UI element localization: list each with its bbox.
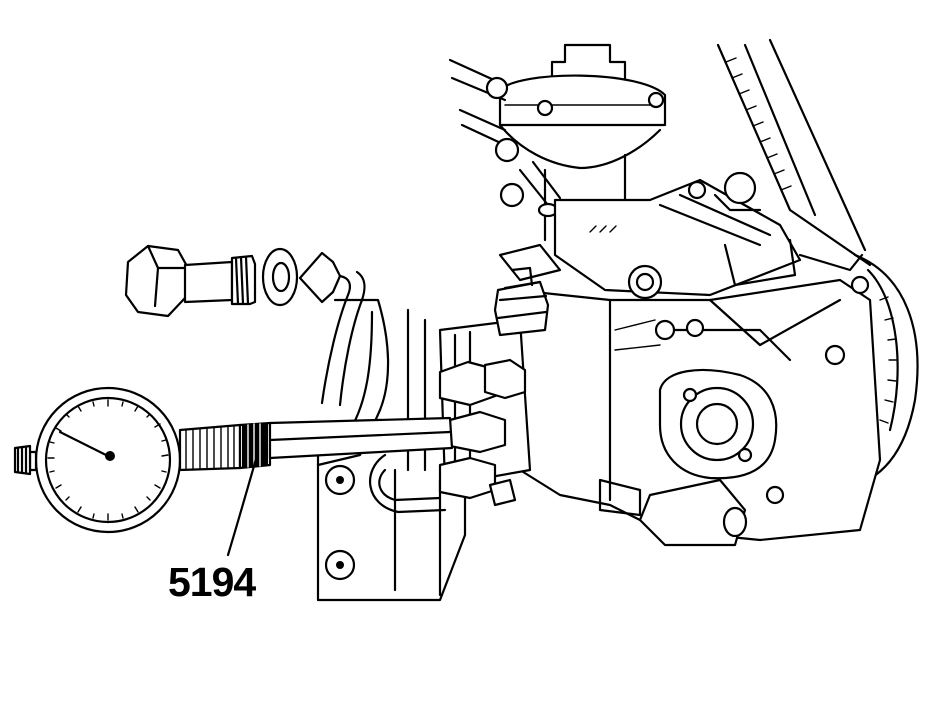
timing-belt: [716, 38, 872, 267]
gauge-needle: [58, 430, 110, 458]
gauge-adapter-rod: [178, 416, 454, 472]
sealing-washer: [261, 247, 299, 307]
label-leader-line: [226, 450, 260, 557]
part-number-label: 5194: [168, 559, 256, 605]
dial-gauge: [13, 386, 182, 534]
removal-arrow-icon: [298, 251, 366, 407]
banjo-bolt: [124, 244, 257, 318]
injection-pump: [369, 43, 882, 547]
